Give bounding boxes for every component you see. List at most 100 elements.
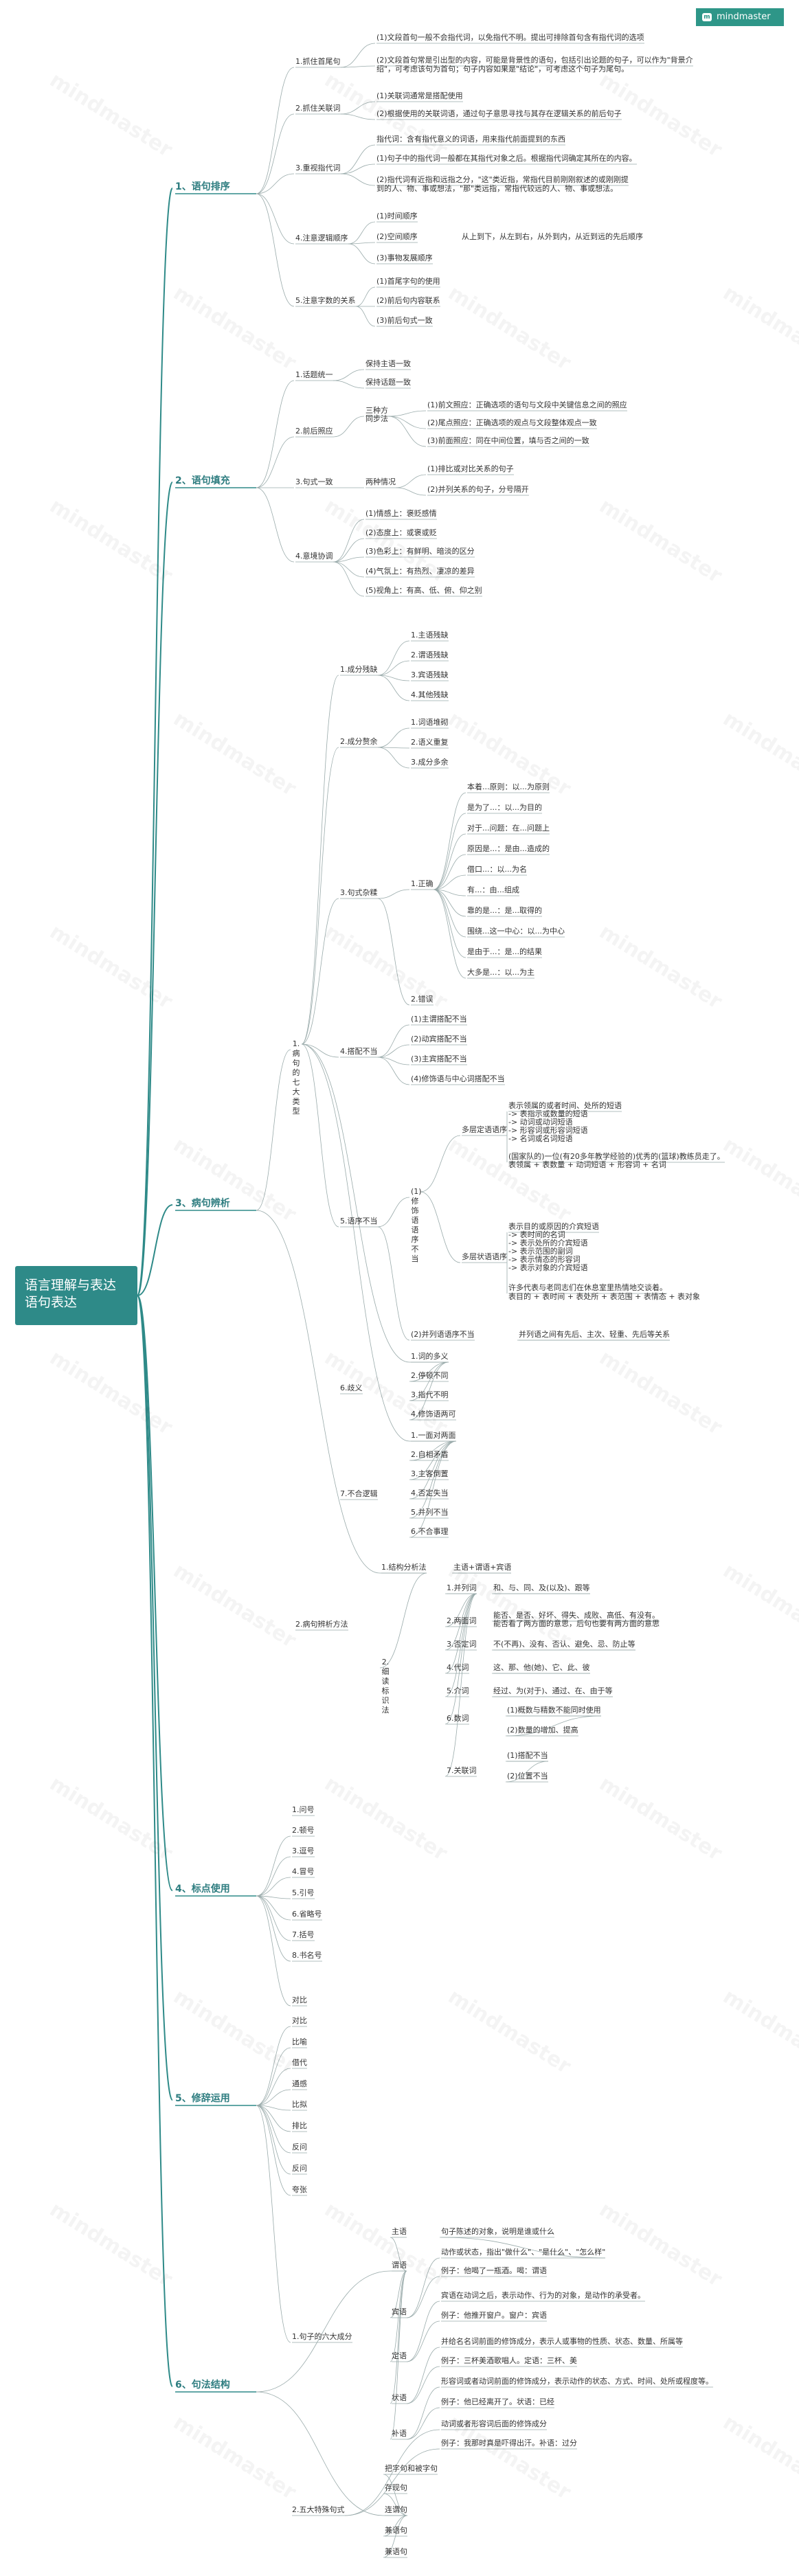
mindmap-node[interactable]: 2.语义重复 (411, 738, 449, 747)
section-2[interactable]: 2、语句填充 (175, 475, 230, 486)
mindmap-node[interactable]: 3.主客倒置 (411, 1469, 449, 1478)
mindmap-node[interactable]: 2.错误 (411, 995, 434, 1004)
mindmap-node[interactable]: (3)事物发展顺序 (376, 253, 433, 262)
mindmap-node[interactable]: 3.逗号 (292, 1846, 315, 1855)
mindmap-node[interactable]: 3.指代不明 (411, 1390, 449, 1399)
mindmap-node[interactable]: (2)动宾搭配不当 (411, 1035, 467, 1043)
mindmap-node[interactable]: 1.话题统一 (295, 370, 333, 379)
mindmap-node[interactable]: (1)情感上：褒贬感情 (365, 509, 437, 518)
mindmap-node[interactable]: (4)气氛上：有热烈、凄凉的差异 (365, 567, 475, 576)
mindmap-node[interactable]: 1.并列词 (447, 1583, 477, 1592)
mindmap-node[interactable]: (4)修饰语与中心词搭配不当 (411, 1074, 505, 1083)
mindmap-node[interactable]: (2)空间顺序 (376, 232, 418, 241)
mindmap-node[interactable]: 6.歧义 (340, 1383, 363, 1392)
mindmap-node[interactable]: 7.不合逻辑 (340, 1489, 378, 1498)
mindmap-node[interactable]: 定语 (392, 2351, 407, 2360)
mindmap-node[interactable]: (1)时间顺序 (376, 212, 418, 221)
mindmap-node[interactable]: 6.省略号 (292, 1910, 322, 1919)
mindmap-node[interactable]: 2.抓住关联词 (295, 104, 341, 113)
mindmap-node[interactable]: -> 表指示或数量的短语 (508, 1109, 588, 1118)
mindmap-node[interactable]: 2.两面词 (447, 1616, 477, 1625)
mindmap-node[interactable]: 5.引号 (292, 1888, 315, 1897)
mindmap-node[interactable]: (2)数量的增加、提高 (507, 1726, 578, 1735)
mindmap-node[interactable]: 1.句子的六大成分 (292, 2332, 352, 2341)
mindmap-node[interactable]: (1)概数与精数不能同时使用 (507, 1706, 601, 1715)
mindmap-node[interactable]: (2)文段首句常是引出型的内容，可能是背景性的语句，包括引出论题的句子，可以作为… (376, 56, 693, 65)
mindmap-node[interactable]: 能否看了两方面的意思，后句也要有两方面的意思 (493, 1619, 660, 1628)
mindmap-node[interactable]: 6.数词 (447, 1714, 469, 1723)
mindmap-node[interactable]: (2)前后句内容联系 (376, 296, 440, 305)
mindmap-node[interactable]: 并给名名词前面的修饰成分，表示人或事物的性质、状态、数量、所属等 (441, 2337, 683, 2346)
mindmap-node[interactable]: (2)尾点照应：正确选项的观点与文段整体观点一致 (427, 418, 597, 427)
mindmap-node[interactable]: 兼语句 (385, 2526, 407, 2535)
mindmap-node[interactable]: 1.一面对两面 (411, 1431, 456, 1440)
mindmap-node[interactable]: (2)并列语语序不当 (411, 1330, 475, 1339)
mindmap-node[interactable]: 保持话题一致 (365, 378, 411, 387)
mindmap-node[interactable]: -> 名词或名词短语 (508, 1134, 573, 1143)
mindmap-node[interactable]: 表领属 + 表数量 + 动词短语 + 形容词 + 名词 (508, 1160, 666, 1169)
mindmap-node[interactable]: 例子：我那时真是吓得出汗。补语：过分 (441, 2439, 577, 2448)
mindmap-node[interactable]: 这、那、他(她)、它、此、彼 (493, 1663, 590, 1672)
mindmap-node[interactable]: 谓语 (392, 2261, 407, 2270)
mindmap-node[interactable]: (5)视角上：有高、低、俯、仰之别 (365, 586, 482, 595)
mindmap-node[interactable]: 形容词或者动词前面的修饰成分，表示动作的状态、方式、时间、处所或程度等。 (441, 2377, 713, 2386)
mindmap-node[interactable]: 例子：他喝了一瓶酒。喝：谓语 (441, 2266, 547, 2275)
mindmap-node[interactable]: 连谓句 (385, 2505, 407, 2514)
mindmap-node[interactable]: (3)前后句式一致 (376, 316, 433, 325)
mindmap-node[interactable]: 4.注意逻辑顺序 (295, 234, 348, 242)
mindmap-node[interactable]: 多层定语语序 (462, 1125, 507, 1134)
mindmap-node[interactable]: -> 形容词或形容词短语 (508, 1126, 588, 1135)
mindmap-node[interactable]: 2.成分赘余 (340, 737, 378, 746)
mindmap-node[interactable]: 句子陈述的对象，说明是谁或什么 (441, 2227, 554, 2236)
section-3[interactable]: 3、病句辨析 (175, 1198, 230, 1209)
mindmap-node[interactable]: 2.病句辨析方法 (295, 1620, 348, 1629)
mindmap-node[interactable]: (1)排比或对比关系的句子 (427, 464, 514, 473)
mindmap-node[interactable]: 1.抓住首尾句 (295, 57, 341, 66)
mindmap-node[interactable]: -> 表示对象的介宾短语 (508, 1263, 588, 1272)
mindmap-node[interactable]: 能否、是否、好坏、得失、成败、高低、有没有。 (493, 1611, 660, 1620)
mindmap-node[interactable]: 3.宾语残缺 (411, 670, 449, 679)
mindmap-node[interactable]: 两种情况 (365, 477, 396, 486)
section-1[interactable]: 1、语句排序 (175, 181, 230, 192)
mindmap-node[interactable]: 补语 (392, 2429, 407, 2438)
mindmap-node[interactable]: (2)位置不当 (507, 1772, 548, 1781)
mindmap-node[interactable]: 许多代表与老同志们在休息室里热情地交谈着。 (508, 1283, 667, 1292)
mindmap-node[interactable]: 2.顿号 (292, 1826, 315, 1835)
mindmap-node[interactable]: 三种方 (365, 406, 388, 415)
mindmap-node[interactable]: 例子：他推开窗户。窗户：宾语 (441, 2311, 547, 2320)
mindmap-node[interactable]: 反问 (292, 2164, 307, 2173)
mindmap-node[interactable]: (1)首尾字句的使用 (376, 277, 440, 286)
mindmap-node[interactable]: 2.前后照应 (295, 427, 333, 436)
mindmap-node[interactable]: 动词或者形容词后面的修饰成分 (441, 2419, 547, 2428)
mindmap-node[interactable]: 排比 (292, 2121, 307, 2130)
mindmap-node[interactable]: 5.介词 (447, 1686, 469, 1695)
mindmap-node[interactable]: 1.结构分析法 (381, 1563, 427, 1572)
mindmap-node[interactable]: 不(不再)、没有、否认、避免、忌、防止等 (493, 1640, 635, 1649)
mindmap-node[interactable]: 通感 (292, 2079, 307, 2088)
mindmap-node[interactable]: (1)句子中的指代词一般都在其指代对象之后。根据指代词确定其所在的内容。 (376, 154, 637, 163)
mindmap-node[interactable]: 1.词语堆砌 (411, 718, 449, 727)
mindmap-node[interactable]: 从上到下，从左到右，从外到内，从近到远的先后顺序 (462, 232, 643, 241)
mindmap-node[interactable]: (2)并列关系的句子，分号隔开 (427, 485, 529, 494)
mindmap-node[interactable]: 2.细读标识法 (381, 1658, 390, 1715)
mindmap-node[interactable]: 比拟 (292, 2100, 307, 2109)
section-4[interactable]: 4、标点使用 (175, 1884, 230, 1895)
mindmap-node[interactable]: 本着...原则：以...为原则 (467, 782, 550, 791)
mindmap-node[interactable]: 4.否定失当 (411, 1489, 449, 1498)
mindmap-node[interactable]: 1.词的多义 (411, 1352, 449, 1361)
mindmap-node[interactable]: 大多是...：以...为主 (467, 968, 534, 977)
mindmap-node[interactable]: 动作或状态，指出"做什么"、"是什么"、"怎么样" (441, 2248, 606, 2257)
mindmap-node[interactable]: -> 表时间的名词 (508, 1230, 565, 1239)
mindmap-node[interactable]: 借代 (292, 2058, 307, 2067)
mindmap-node[interactable]: 5.注意字数的关系 (295, 296, 356, 305)
mindmap-node[interactable]: 表示领属的或者时间、处所的短语 (508, 1101, 622, 1110)
mindmap-node[interactable]: 指代词：含有指代意义的词语，用来指代前面提到的东西 (376, 135, 565, 144)
mindmap-node[interactable]: 表目的 + 表时间 + 表处所 + 表范围 + 表情态 + 表对象 (508, 1292, 701, 1301)
mindmap-node[interactable]: 宾语在动词之后，表示动作、行为的对象，是动作的承受者。 (441, 2291, 645, 2300)
mindmap-node[interactable]: 3.否定词 (447, 1640, 477, 1649)
mindmap-node[interactable]: 1.成分残缺 (340, 665, 378, 674)
mindmap-node[interactable]: (1)关联词通常是搭配使用 (376, 91, 463, 100)
mindmap-node[interactable]: 表示目的或原因的介宾短语 (508, 1222, 599, 1231)
mindmap-node[interactable]: 保持主语一致 (365, 359, 411, 368)
mindmap-node[interactable]: 2.停顿不同 (411, 1371, 449, 1380)
